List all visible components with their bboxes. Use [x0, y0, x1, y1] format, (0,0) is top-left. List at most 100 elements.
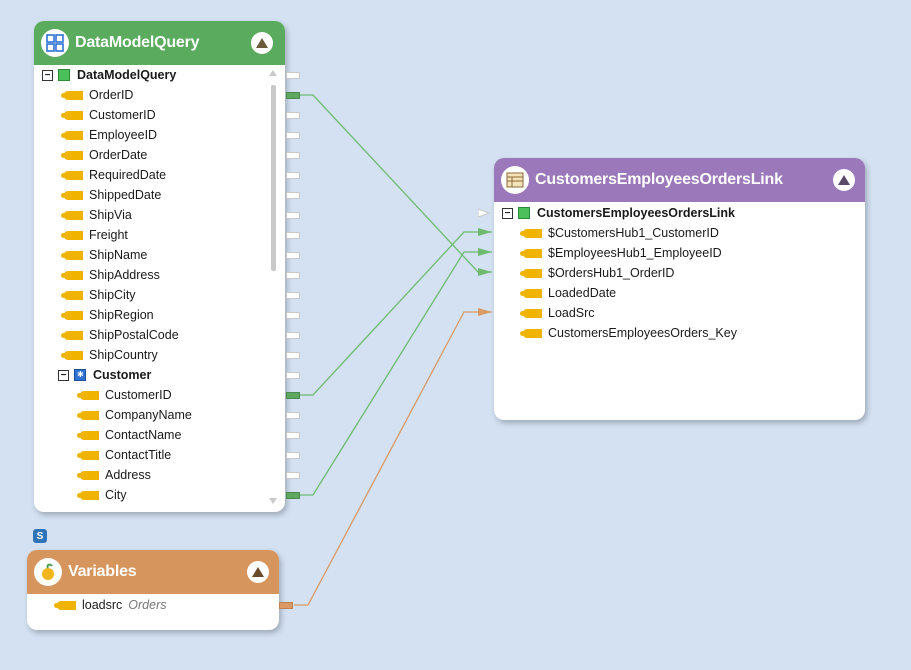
field-label: City — [105, 488, 127, 502]
link-loadsrc — [294, 311, 492, 606]
field-row[interactable]: Freight — [61, 225, 128, 245]
variable-row[interactable]: loadsrc Orders — [54, 595, 167, 615]
query-panel-title: DataModelQuery — [75, 34, 200, 51]
output-port[interactable] — [286, 172, 300, 179]
diagram-icon — [41, 29, 69, 57]
field-row[interactable]: ShipVia — [61, 205, 132, 225]
entity-icon — [58, 69, 70, 81]
variable-port[interactable] — [279, 602, 293, 609]
output-port[interactable] — [286, 212, 300, 219]
output-port[interactable] — [286, 392, 300, 399]
field-label: ShipVia — [89, 208, 132, 222]
query-root-row[interactable]: − DataModelQuery — [42, 65, 176, 85]
customer-label: Customer — [93, 368, 152, 382]
field-row[interactable]: EmployeeID — [61, 125, 157, 145]
query-panel-header[interactable]: DataModelQuery — [34, 21, 285, 65]
output-port[interactable] — [286, 352, 300, 359]
output-port[interactable] — [286, 332, 300, 339]
link-root-port[interactable] — [478, 208, 490, 218]
key-icon — [520, 248, 542, 258]
variables-panel[interactable]: Variables — [27, 550, 279, 630]
key-icon — [61, 130, 83, 140]
scroll-up-arrow[interactable] — [269, 70, 277, 76]
field-label: ShipCountry — [89, 348, 158, 362]
customer-group-row[interactable]: − Customer — [58, 365, 151, 385]
field-row[interactable]: ShipAddress — [61, 265, 160, 285]
key-icon — [520, 228, 542, 238]
key-icon — [61, 250, 83, 260]
output-port[interactable] — [286, 272, 300, 279]
field-row[interactable]: ContactTitle — [77, 445, 171, 465]
field-row[interactable]: CompanyName — [77, 405, 192, 425]
field-label: CompanyName — [105, 408, 192, 422]
field-label: $EmployeesHub1_EmployeeID — [548, 246, 722, 260]
customers-employees-orders-link-panel[interactable]: CustomersEmployeesOrdersLink — [494, 158, 865, 420]
output-port[interactable] — [286, 112, 300, 119]
key-icon — [61, 290, 83, 300]
field-row[interactable]: ShipPostalCode — [61, 325, 179, 345]
entity-icon — [518, 207, 530, 219]
field-row[interactable]: $OrdersHub1_OrderID — [520, 263, 674, 283]
output-port[interactable] — [286, 312, 300, 319]
field-label: ContactName — [105, 428, 182, 442]
collapse-button[interactable] — [247, 561, 269, 583]
field-label: CustomersEmployeesOrders_Key — [548, 326, 737, 340]
output-port[interactable] — [286, 292, 300, 299]
output-port[interactable] — [286, 92, 300, 99]
variable-name: loadsrc — [82, 598, 123, 612]
key-icon — [520, 308, 542, 318]
output-port[interactable] — [286, 492, 300, 499]
collapse-toggle[interactable]: − — [502, 207, 513, 219]
field-row[interactable]: ShipCity — [61, 285, 136, 305]
key-icon — [61, 190, 83, 200]
field-row[interactable]: OrderDate — [61, 145, 147, 165]
output-port[interactable] — [286, 452, 300, 459]
field-label: RequiredDate — [89, 168, 167, 182]
scroll-down-arrow[interactable] — [269, 498, 277, 504]
key-icon — [77, 430, 99, 440]
link-panel-header[interactable]: CustomersEmployeesOrdersLink — [494, 158, 865, 202]
output-port[interactable] — [286, 152, 300, 159]
output-port[interactable] — [286, 72, 300, 79]
field-row[interactable]: ShippedDate — [61, 185, 161, 205]
output-port[interactable] — [286, 472, 300, 479]
key-icon — [520, 328, 542, 338]
link-root-row[interactable]: − CustomersEmployeesOrdersLink — [502, 203, 735, 223]
field-row[interactable]: OrderID — [61, 85, 133, 105]
field-row[interactable]: ContactName — [77, 425, 182, 445]
field-row[interactable]: $CustomersHub1_CustomerID — [520, 223, 719, 243]
key-icon — [54, 600, 76, 610]
field-row[interactable]: ShipName — [61, 245, 147, 265]
root-label: DataModelQuery — [77, 68, 177, 82]
field-row[interactable]: RequiredDate — [61, 165, 167, 185]
field-row[interactable]: CustomersEmployeesOrders_Key — [520, 323, 737, 343]
collapse-toggle[interactable]: − — [58, 369, 69, 381]
field-label: ShipRegion — [89, 308, 154, 322]
output-port[interactable] — [286, 412, 300, 419]
field-row[interactable]: ShipCountry — [61, 345, 158, 365]
output-port[interactable] — [286, 232, 300, 239]
output-port[interactable] — [286, 432, 300, 439]
scrollbar-thumb[interactable] — [271, 85, 276, 271]
field-row[interactable]: LoadSrc — [520, 303, 595, 323]
variables-panel-header[interactable]: Variables — [27, 550, 279, 594]
output-port[interactable] — [286, 372, 300, 379]
output-port[interactable] — [286, 192, 300, 199]
output-port[interactable] — [286, 132, 300, 139]
field-row[interactable]: CustomerID — [61, 105, 156, 125]
field-row[interactable]: $EmployeesHub1_EmployeeID — [520, 243, 722, 263]
field-row[interactable]: LoadedDate — [520, 283, 617, 303]
data-model-query-panel[interactable]: DataModelQuery — [34, 21, 285, 512]
output-port[interactable] — [286, 252, 300, 259]
field-row[interactable]: CustomerID — [77, 385, 172, 405]
field-label: LoadedDate — [548, 286, 617, 300]
key-icon — [77, 390, 99, 400]
field-row[interactable]: City — [77, 485, 127, 505]
collapse-toggle[interactable]: − — [42, 69, 53, 81]
field-label: $CustomersHub1_CustomerID — [548, 226, 719, 240]
script-badge[interactable]: S — [33, 529, 47, 543]
field-row[interactable]: Address — [77, 465, 151, 485]
collapse-button[interactable] — [833, 169, 855, 191]
field-row[interactable]: ShipRegion — [61, 305, 154, 325]
collapse-button[interactable] — [251, 32, 273, 54]
